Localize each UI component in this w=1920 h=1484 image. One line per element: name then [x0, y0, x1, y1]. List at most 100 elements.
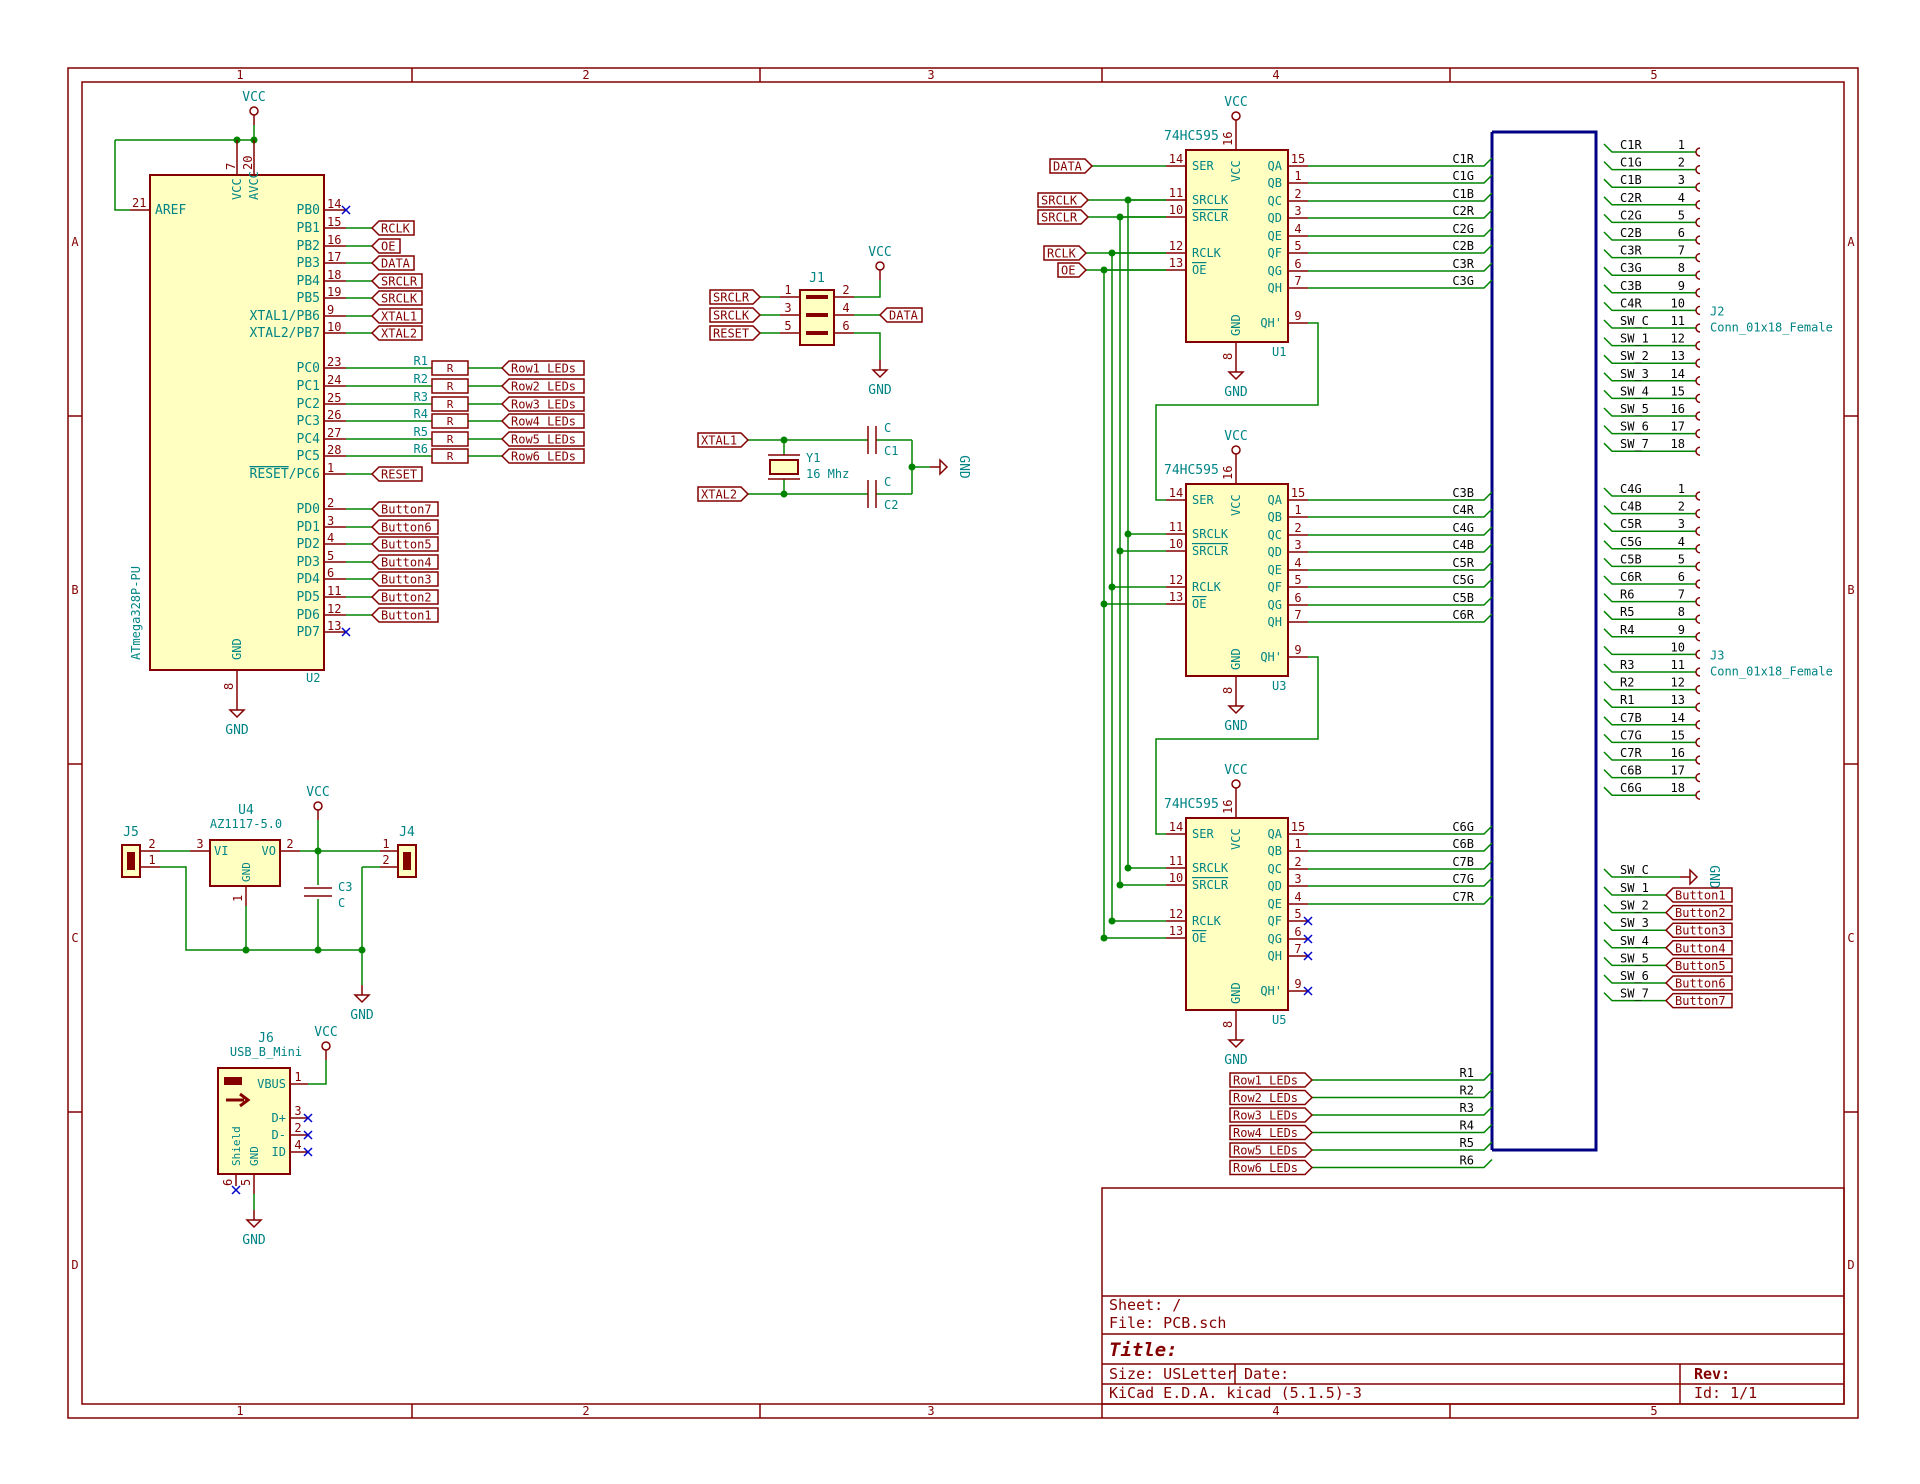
- net-label-data: [370, 255, 415, 271]
- sw-net-text: SW_1: [1620, 881, 1649, 895]
- pin-name: PD0: [297, 502, 320, 517]
- row-net-label: [1229, 1124, 1314, 1141]
- bus-entry-label: C1R: [1452, 152, 1474, 166]
- pin-name: SER: [1192, 493, 1214, 507]
- component-bodies: [121, 106, 1701, 1229]
- net-label-text: Button1: [381, 609, 432, 623]
- socket-pin: [1695, 376, 1701, 386]
- net-label-text: Row3_LEDs: [511, 398, 576, 412]
- pin-number: 5: [1294, 907, 1301, 921]
- sheet-frame: [67, 67, 1859, 1419]
- conn-bus-entry: [1603, 389, 1696, 400]
- conn-pin-number: 14: [1671, 367, 1685, 381]
- net-label-text: DATA: [889, 309, 919, 323]
- j1-net-label: [709, 289, 762, 305]
- row-net-label: [1229, 1142, 1314, 1158]
- pin-number: 12: [327, 602, 341, 616]
- socket-pin: [1695, 649, 1701, 660]
- conn-pin-number: 15: [1671, 384, 1685, 398]
- gnd-label: GND: [1224, 719, 1248, 734]
- pin-number: 13: [1169, 590, 1183, 604]
- pin-number: 14: [1169, 820, 1183, 834]
- row-bus-entry: [1312, 1141, 1493, 1151]
- conn-net-text: C3B: [1620, 279, 1642, 293]
- pin-name: PC3: [297, 414, 320, 429]
- sr-output-wire: [1308, 613, 1493, 623]
- net-label-row: [500, 448, 585, 464]
- junction-dot: [242, 946, 250, 954]
- conn-pin-number: 17: [1671, 420, 1685, 434]
- pin-number: 12: [1169, 907, 1183, 921]
- resistor-value: R: [447, 380, 454, 393]
- conn-pin-number: 2: [1678, 500, 1685, 514]
- tb-size: Size: USLetter: [1109, 1365, 1235, 1383]
- pin-name: D+: [272, 1111, 286, 1125]
- row-net-label: [1229, 1089, 1314, 1106]
- sw-wire: [1603, 886, 1666, 896]
- tb-date: Date:: [1244, 1365, 1289, 1383]
- net-label-row: [500, 396, 585, 412]
- pin-name: PB0: [297, 203, 320, 218]
- net-label-text: Row6_LEDs: [511, 450, 576, 464]
- conn-bus-entry: [1603, 522, 1696, 532]
- bus-entry-label: C3B: [1452, 486, 1474, 500]
- connector-value: Conn_01x18_Female: [1710, 665, 1833, 679]
- row-bus-entry: [1312, 1088, 1493, 1099]
- u2-ref: U2: [306, 671, 320, 685]
- pin-name: GND: [240, 862, 253, 882]
- net-label-text: Button2: [1675, 906, 1726, 920]
- net-label-text: SRCLR: [713, 291, 750, 305]
- socket-pin: [1695, 667, 1701, 677]
- pin-number: 7: [1294, 608, 1301, 622]
- crystal-value: 16 Mhz: [806, 467, 849, 481]
- resistor-ref: R3: [414, 390, 428, 404]
- pin-name: QD: [1268, 545, 1282, 559]
- conn-pin-number: 1: [1678, 482, 1685, 496]
- no-connect-mark: [1303, 934, 1313, 944]
- net-label-text: Button2: [381, 591, 432, 605]
- sr-ref: U1: [1272, 345, 1286, 359]
- net-label-row: [500, 378, 585, 394]
- sw-net-text: SW_3: [1620, 916, 1649, 930]
- conn-pin-number: 12: [1671, 332, 1685, 346]
- cap-ref: C2: [884, 498, 898, 512]
- pin-number: 6: [1294, 257, 1301, 271]
- gnd-label: GND: [868, 383, 892, 398]
- conn-bus-entry: [1603, 557, 1696, 568]
- c3-ref: C3: [338, 880, 352, 894]
- net-label-rclk: [370, 220, 415, 236]
- pin-number: 7: [224, 163, 238, 170]
- net-label-text: Button3: [1675, 924, 1726, 938]
- pin-name: VCC: [1229, 494, 1243, 516]
- pin-number: 9: [1294, 643, 1301, 657]
- pin-name-suffix: /PC6: [289, 467, 320, 482]
- conn-net-text: C2G: [1620, 208, 1642, 222]
- cap-ref: C1: [884, 444, 898, 458]
- no-connect-mark: [231, 1185, 241, 1195]
- conn-net-text: SW_4: [1620, 384, 1649, 398]
- sw-net-text: SW_2: [1620, 899, 1649, 913]
- pin-number: 14: [327, 197, 341, 211]
- socket-pin: [1695, 428, 1701, 439]
- sr-body-u3: [1185, 483, 1289, 677]
- conn-pin-number: 9: [1678, 623, 1685, 637]
- frame-row-label: B: [71, 583, 78, 597]
- socket-pin: [1695, 182, 1701, 192]
- pin-number: 2: [286, 837, 293, 851]
- labels-layer: AREF21VCC7AVCC20VCCGND8GNDATmega328P-PUU…: [123, 90, 1833, 1248]
- net-label-button4: [370, 554, 439, 570]
- conn-net-text: R4: [1620, 623, 1634, 637]
- pin-name: SRCLR: [1192, 878, 1229, 892]
- resistor-value: R: [447, 450, 454, 463]
- sw-net-text: SW_C: [1620, 863, 1649, 877]
- pin-number: 2: [327, 496, 334, 510]
- conn-bus-entry: [1603, 487, 1696, 497]
- net-label-button1: [370, 607, 439, 623]
- net-label-text: DATA: [381, 257, 411, 271]
- bus-entry-label: R2: [1460, 1084, 1474, 1098]
- conn-bus-entry: [1603, 610, 1696, 620]
- net-label-text: DATA: [1053, 160, 1083, 174]
- pin-name: XTAL2/PB7: [250, 326, 320, 341]
- conn-pin-number: 6: [1678, 570, 1685, 584]
- pin-name: VI: [214, 844, 228, 858]
